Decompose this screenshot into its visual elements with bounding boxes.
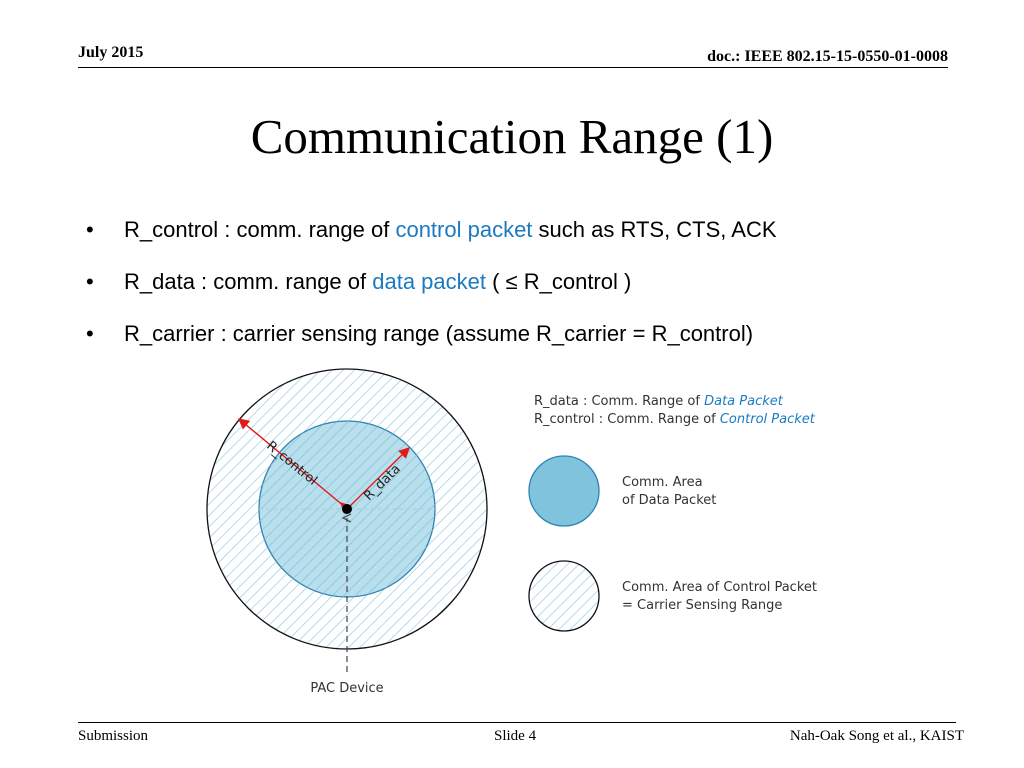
footer-authors: Nah-Oak Song et al., KAIST bbox=[789, 728, 964, 744]
legend-line-control-italic: Control Packet bbox=[720, 412, 816, 427]
legend-control-area-line1: Comm. Area of Control Packet bbox=[622, 580, 817, 595]
bullet-text-post: ( ≤ R_control ) bbox=[485, 269, 632, 294]
pac-device-dot bbox=[342, 504, 352, 514]
bullet-text-pre: R_control : comm. range of bbox=[124, 217, 396, 242]
legend-line-control: R_control : Comm. Range of Control Packe… bbox=[534, 412, 816, 427]
bullet-marker: • bbox=[86, 321, 94, 346]
legend-data-area-line1: Comm. Area bbox=[622, 475, 703, 490]
bullet-r-carrier: • R_carrier : carrier sensing range (assu… bbox=[86, 321, 753, 347]
bullet-text-post: such as RTS, CTS, ACK bbox=[532, 217, 777, 242]
r-data-arrow bbox=[348, 447, 410, 508]
bullet-text-pre: R_data : comm. range of bbox=[124, 269, 373, 294]
header-divider bbox=[78, 67, 948, 68]
legend-line-data: R_data : Comm. Range of Data Packet bbox=[534, 394, 784, 409]
bullet-text-highlight: data packet bbox=[372, 269, 486, 294]
header-date: July 2015 bbox=[78, 44, 144, 61]
slide-title: Communication Range (1) bbox=[250, 109, 774, 164]
bullet-text-highlight: control packet bbox=[395, 217, 533, 242]
bullet-r-data: • R_data : comm. range of data packet ( ≤… bbox=[86, 269, 631, 295]
footer-submission: Submission bbox=[78, 728, 149, 744]
footer-divider bbox=[78, 722, 956, 723]
bullet-r-control: • R_control : comm. range of control pack… bbox=[86, 217, 777, 243]
legend-data-swatch bbox=[528, 455, 600, 527]
bullet-marker: • bbox=[86, 269, 94, 294]
footer-slide-number: Slide 4 bbox=[494, 728, 537, 744]
legend-data-area-line2: of Data Packet bbox=[622, 493, 716, 508]
legend-control-area-line2: = Carrier Sensing Range bbox=[622, 598, 782, 613]
bullet-text-pre: R_carrier : carrier sensing range (assum… bbox=[124, 321, 754, 346]
legend-line-control-pre: R_control : Comm. Range of bbox=[534, 412, 720, 427]
legend-line-data-pre: R_data : Comm. Range of bbox=[534, 394, 704, 409]
legend-control-swatch bbox=[528, 560, 600, 632]
header-doc-id: doc.: IEEE 802.15-15-0550-01-0008 bbox=[707, 48, 948, 65]
pac-device-label: PAC Device bbox=[310, 681, 383, 696]
r-control-arrow bbox=[237, 418, 346, 508]
legend-line-data-italic: Data Packet bbox=[704, 394, 784, 409]
bullet-marker: • bbox=[86, 217, 94, 242]
